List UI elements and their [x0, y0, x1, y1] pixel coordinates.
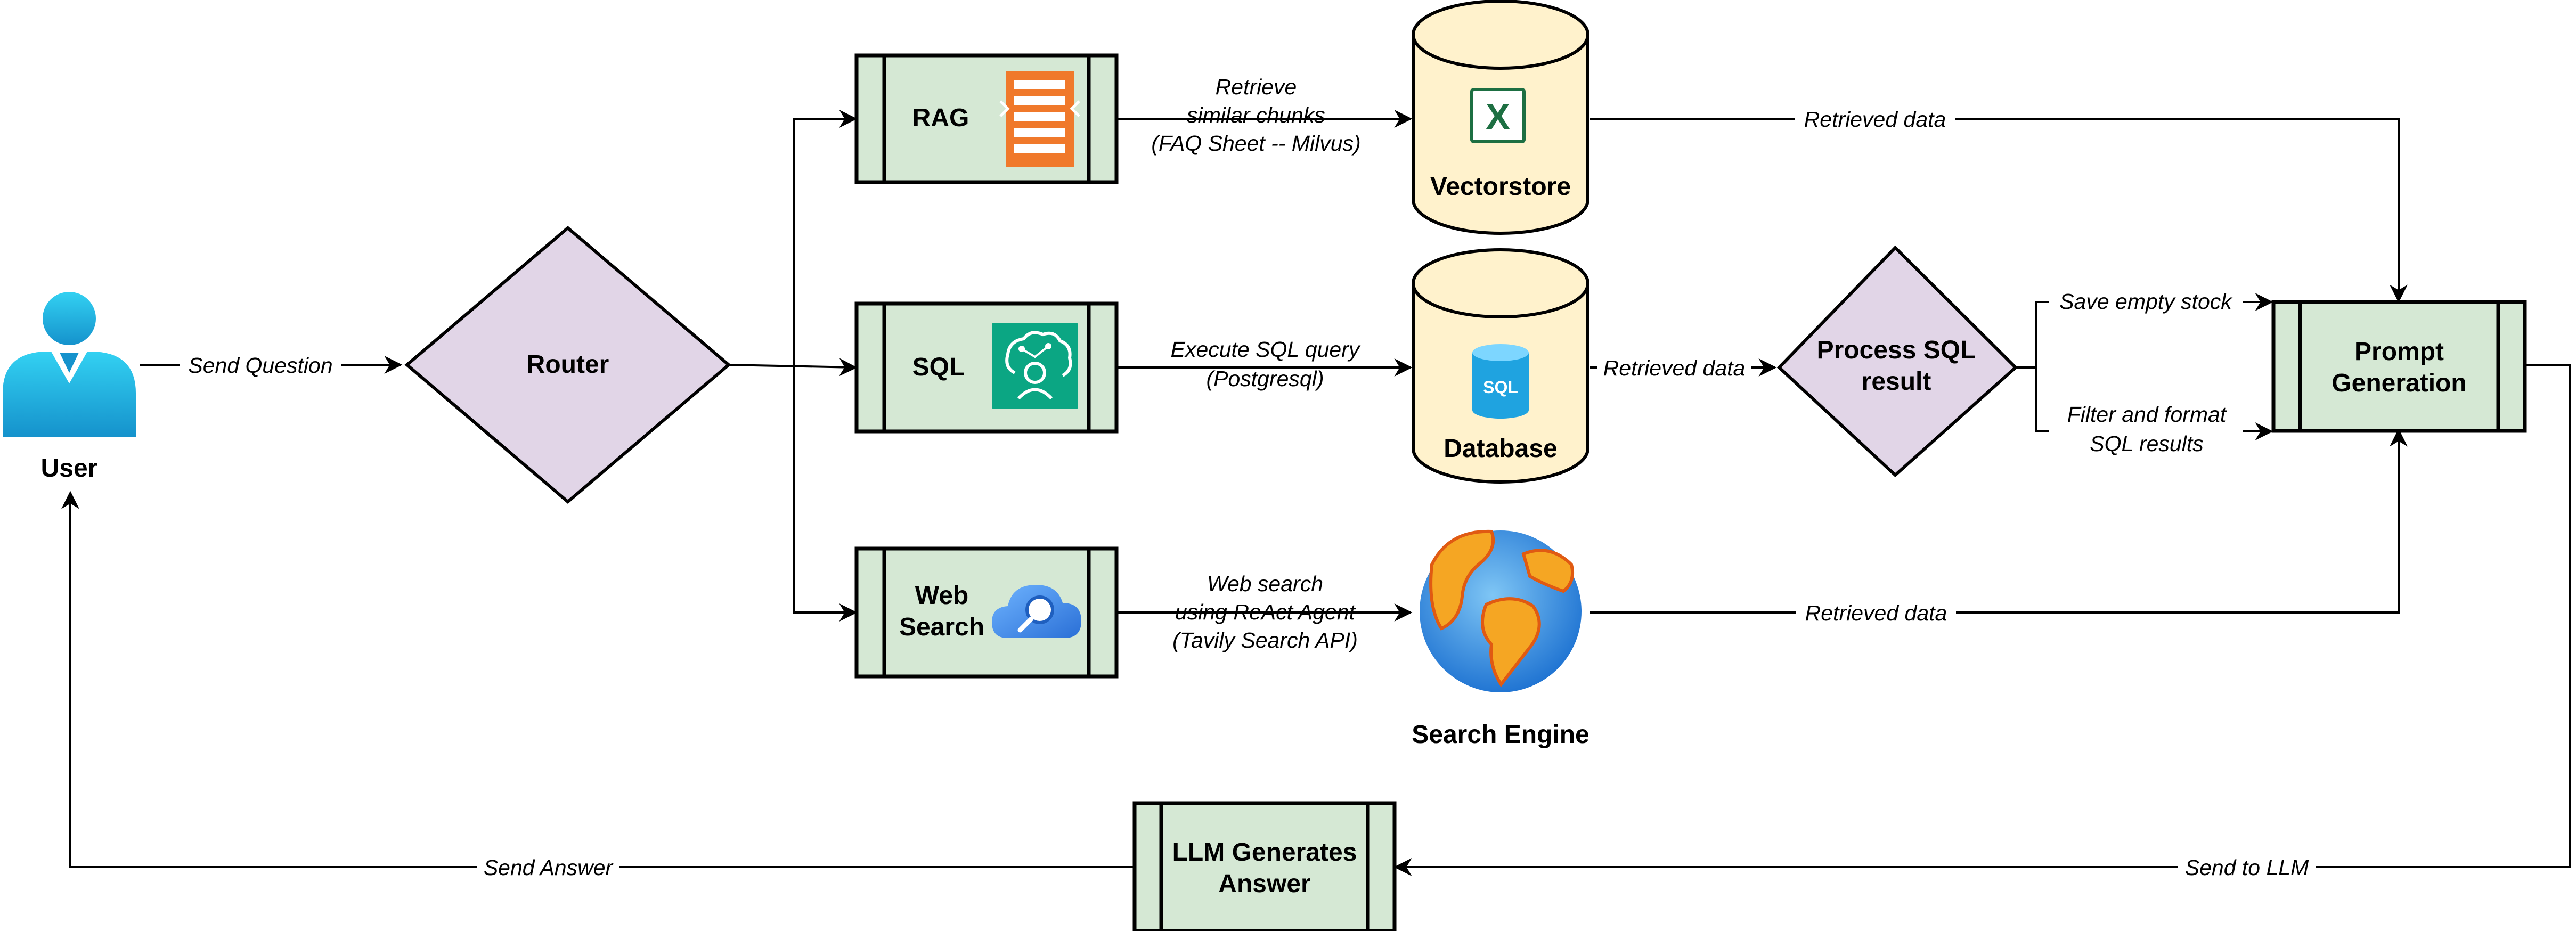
edge-search-prompt — [1590, 428, 2408, 614]
sql-label: SQL — [912, 353, 965, 381]
rag-node: RAG — [854, 53, 1119, 184]
vectorstore-node: X Vectorstore — [1412, 0, 1589, 235]
sql-node: SQL — [854, 301, 1119, 434]
edge-router-sql — [727, 358, 858, 377]
web-search-label-1: Web — [915, 582, 968, 610]
process-sql-label-2: result — [1862, 368, 1931, 396]
database-node: SQL Database — [1412, 248, 1589, 484]
llm-answer-label-1: LLM Generates — [1172, 838, 1357, 867]
label-web-search-1: Web search — [1207, 571, 1323, 596]
label-save-empty-stock: Save empty stock — [2059, 289, 2233, 314]
prompt-generation-label-1: Prompt — [2354, 338, 2444, 366]
database-label: Database — [1444, 435, 1557, 463]
router-node: Router — [404, 226, 731, 504]
svg-text:SQL: SQL — [1483, 378, 1518, 397]
label-send-answer: Send Answer — [484, 855, 614, 880]
vectorstore-label: Vectorstore — [1430, 173, 1571, 201]
web-search-label-2: Search — [899, 613, 984, 641]
label-retrieve-2: similar chunks — [1187, 103, 1325, 127]
process-sql-label-1: Process SQL — [1817, 336, 1976, 364]
globe-icon — [1420, 529, 1582, 692]
label-execute-sql-1: Execute SQL query — [1171, 337, 1361, 362]
edges — [61, 110, 2571, 876]
edge-vectorstore-prompt — [1590, 118, 2408, 303]
label-retrieve-3: (FAQ Sheet -- Milvus) — [1151, 131, 1360, 156]
sql-database-icon: SQL — [1472, 344, 1529, 419]
prompt-generation-node: Prompt Generation — [2271, 300, 2527, 433]
edge-router-rag — [793, 110, 858, 365]
label-retrieved-data-search: Retrieved data — [1805, 601, 1947, 625]
router-label: Router — [527, 350, 609, 379]
label-retrieved-data-vector: Retrieved data — [1804, 107, 1946, 132]
label-send-to-llm: Send to LLM — [2185, 855, 2309, 880]
llm-answer-node: LLM Generates Answer — [1132, 801, 1397, 931]
label-filter-format-1: Filter and format — [2067, 402, 2227, 427]
edge-router-web — [793, 365, 858, 622]
edge-labels: Send Question Retrieve similar chunks (F… — [180, 75, 2316, 880]
edge-prompt-llm — [1393, 364, 2571, 876]
document-stack-icon — [999, 71, 1080, 167]
web-search-node: Web Search — [854, 546, 1119, 679]
brain-network-icon — [992, 323, 1078, 409]
label-send-question: Send Question — [188, 353, 332, 378]
label-retrieve-1: Retrieve — [1216, 75, 1297, 99]
label-web-search-3: (Tavily Search API) — [1172, 628, 1358, 652]
label-execute-sql-2: (Postgresql) — [1206, 366, 1324, 391]
person-icon — [3, 292, 136, 437]
label-filter-format-2: SQL results — [2090, 431, 2203, 456]
label-web-search-2: using ReAct Agent — [1175, 600, 1356, 624]
user-node: User — [3, 292, 136, 483]
llm-answer-label-2: Answer — [1218, 870, 1310, 898]
process-sql-node: Process SQL result — [1776, 245, 2018, 478]
svg-text:X: X — [1486, 96, 1511, 137]
search-engine-label: Search Engine — [1412, 721, 1589, 749]
search-engine-node: Search Engine — [1412, 529, 1589, 749]
edge-llm-user — [61, 491, 1134, 868]
user-label: User — [41, 454, 98, 483]
excel-icon: X — [1470, 88, 1526, 143]
cloud-search-icon — [992, 585, 1081, 638]
prompt-generation-label-2: Generation — [2332, 369, 2466, 397]
label-retrieved-data-db: Retrieved data — [1603, 356, 1746, 380]
rag-label: RAG — [912, 104, 969, 132]
